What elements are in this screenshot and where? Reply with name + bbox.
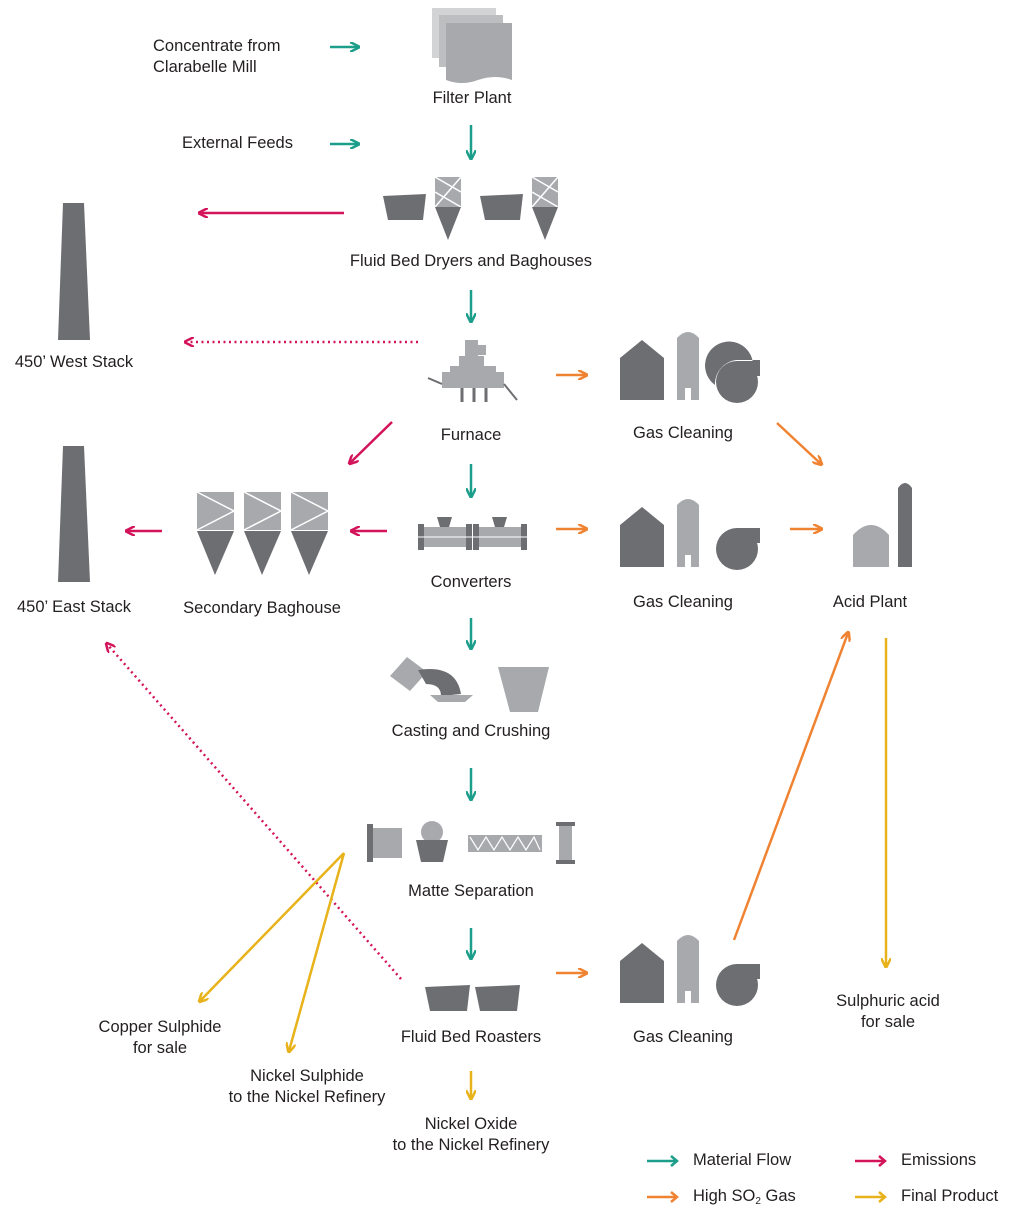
gas-cleaning-3-icon <box>620 935 760 1006</box>
furnace-label: Furnace <box>440 426 502 444</box>
furnace-icon <box>427 340 518 402</box>
sulphuric-acid-label: Sulphuric acid for sale <box>836 992 940 1031</box>
gas-cleaning-1-label: Gas Cleaning <box>633 424 733 442</box>
gas-cleaning-1-icon <box>620 332 760 403</box>
fluid-bed-dryers-icon <box>383 176 559 240</box>
fluid-bed-dryers-label: Fluid Bed Dryers and Baghouses <box>349 252 593 270</box>
arrow-furnace-to-baghouse <box>350 421 393 463</box>
secondary-baghouse-label: Secondary Baghouse <box>183 599 341 617</box>
west-stack-icon <box>58 203 90 340</box>
fluid-bed-roasters-icon <box>425 985 520 1011</box>
fluid-bed-roasters-label: Fluid Bed Roasters <box>400 1028 542 1046</box>
secondary-baghouse-icon <box>196 491 330 575</box>
filter-plant-label: Filter Plant <box>432 89 512 107</box>
filter-plant-icon <box>432 8 512 83</box>
west-stack-label: 450’ West Stack <box>14 353 134 371</box>
converters-icon <box>418 517 527 550</box>
matte-separation-icon <box>367 821 575 864</box>
legend-emissions-arrow <box>855 1154 887 1167</box>
external-feeds-label: External Feeds <box>182 134 293 152</box>
arrow-matte-to-copper-sulphide <box>200 852 345 1001</box>
casting-crushing-icon <box>390 657 549 712</box>
nickel-oxide-label: Nickel Oxide to the Nickel Refinery <box>392 1115 550 1154</box>
arrow-gas-cleaning-to-acid-plant-1 <box>776 422 821 464</box>
converters-label: Converters <box>430 573 512 591</box>
legend-final-product-arrow <box>855 1190 887 1203</box>
arrow-matte-to-nickel-sulphide <box>289 852 346 1051</box>
legend-material-flow-arrow <box>647 1154 679 1167</box>
legend-high-so2-gas: High SO2 Gas <box>645 1187 796 1207</box>
nickel-sulphide-label: Nickel Sulphide to the Nickel Refinery <box>228 1067 386 1106</box>
casting-crushing-label: Casting and Crushing <box>391 722 551 740</box>
copper-sulphide-label: Copper Sulphide for sale <box>98 1018 222 1057</box>
concentrate-label: Concentrate from Clarabelle Mill <box>153 37 281 76</box>
matte-separation-label: Matte Separation <box>408 882 534 900</box>
east-stack-label: 450’ East Stack <box>16 598 132 616</box>
arrow-roasters-to-east-stack <box>107 644 402 980</box>
legend-final-product: Final Product <box>853 1187 998 1206</box>
gas-cleaning-2-label: Gas Cleaning <box>633 593 733 611</box>
acid-plant-icon <box>853 483 912 567</box>
acid-plant-label: Acid Plant <box>832 593 908 611</box>
arrow-gas-cleaning-to-acid-plant-3 <box>732 633 848 941</box>
legend-material-flow: Material Flow <box>645 1151 791 1170</box>
gas-cleaning-3-label: Gas Cleaning <box>633 1028 733 1046</box>
legend-high-so2-arrow <box>647 1191 679 1203</box>
gas-cleaning-2-icon <box>620 499 760 570</box>
legend-emissions: Emissions <box>853 1151 976 1170</box>
east-stack-icon <box>58 446 90 582</box>
